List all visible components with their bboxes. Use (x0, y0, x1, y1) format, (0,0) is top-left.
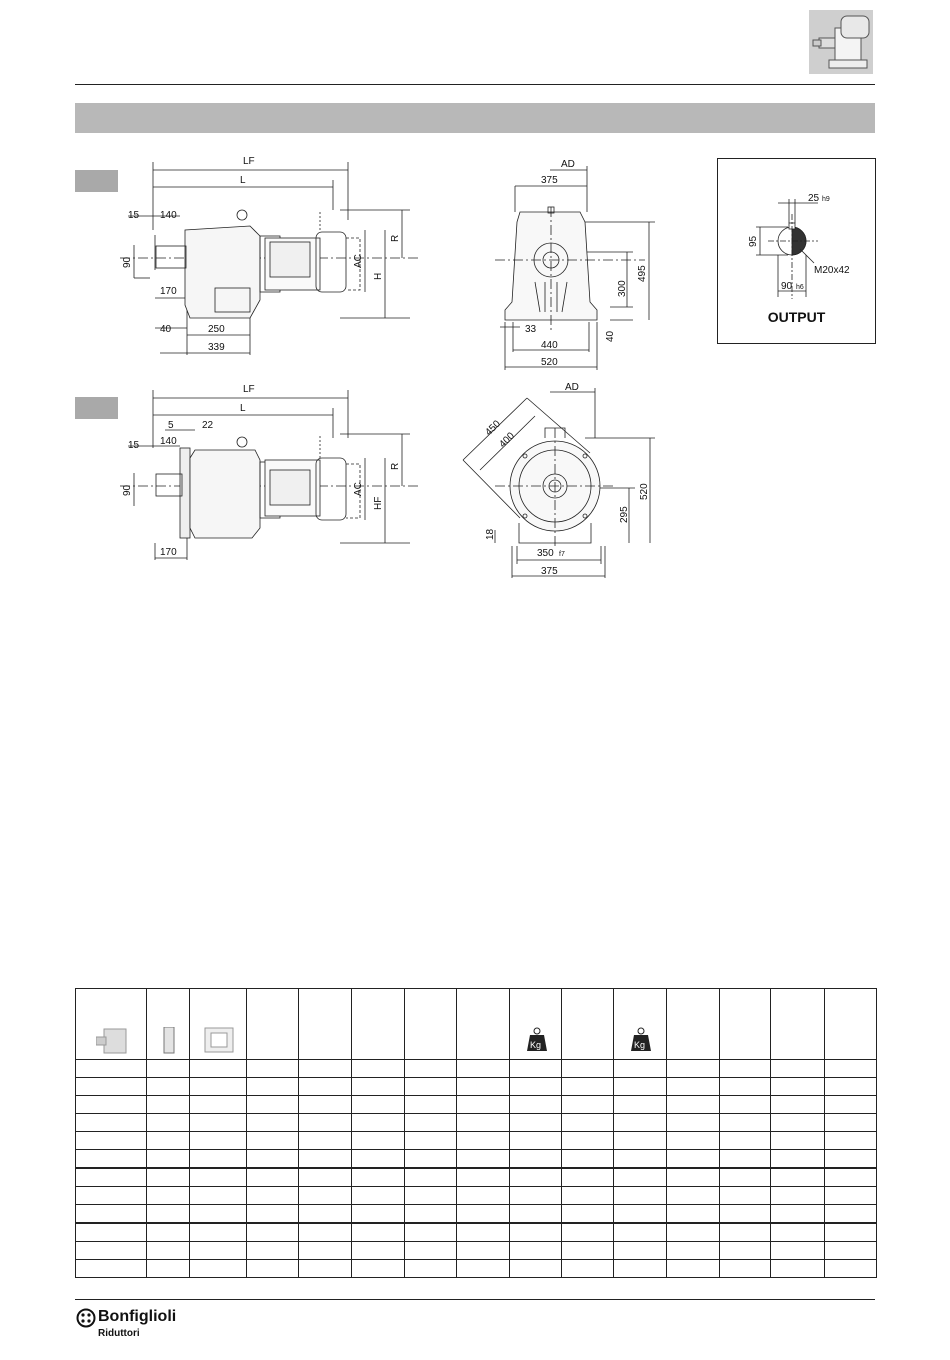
foot-mounted-side-view: LF L 15 140 90 170 40 250 339 AC H R (120, 156, 420, 355)
dim-350: 350 (537, 548, 554, 559)
dimensions-table: Kg Kg (75, 988, 877, 1278)
dim-r: R (390, 235, 401, 242)
dim-18: 18 (485, 528, 496, 540)
dim-440: 440 (541, 340, 558, 351)
dim-15: 15 (128, 440, 140, 451)
tolerance-h9: h9 (822, 196, 830, 203)
table-row (75, 1204, 877, 1223)
dim-l: L (240, 403, 246, 414)
header-rule (75, 84, 875, 85)
dim-300: 300 (617, 280, 628, 297)
footer-rule (75, 1299, 875, 1300)
dim-95: 95 (748, 235, 759, 247)
foot-mounted-front-view: AD 375 495 300 40 33 440 520 (495, 159, 655, 370)
flange-icon (163, 1027, 175, 1054)
motor-icon (96, 1028, 127, 1054)
product-thumbnail (809, 10, 873, 74)
flange-mounted-front-view: AD 450 400 520 295 18 350 f7 375 (462, 382, 655, 578)
dim-l: L (240, 175, 246, 186)
dim-295: 295 (619, 506, 630, 523)
dim-520: 520 (639, 483, 650, 500)
section-banner (75, 103, 875, 133)
dim-25: 25 (808, 193, 820, 204)
dim-40: 40 (605, 330, 616, 342)
dim-lf: LF (243, 384, 255, 395)
table-row (75, 1059, 877, 1078)
variant-tab-2 (75, 397, 118, 419)
weight-icon-label: Kg (634, 1040, 645, 1050)
header-motor-cell (75, 988, 147, 1060)
frame-icon (204, 1027, 234, 1053)
dim-170: 170 (160, 547, 177, 558)
flange-mounted-side-view: LF L 5 22 15 140 90 170 AC HF R (120, 384, 420, 560)
output-title: OUTPUT (767, 309, 826, 325)
tolerance-f7: f7 (559, 551, 565, 558)
header-weight-cell-1: Kg (509, 988, 562, 1060)
dim-ad: AD (561, 159, 575, 170)
dim-ac: AC (353, 482, 364, 496)
variant-tab-1 (75, 170, 118, 192)
dim-90: 90 (781, 281, 793, 292)
table-row (75, 1259, 877, 1278)
thread-m20x42: M20x42 (814, 265, 850, 276)
dim-r: R (390, 463, 401, 470)
dim-ad: AD (565, 382, 579, 393)
table-header-row: Kg Kg (75, 988, 877, 1060)
table-row (75, 1077, 877, 1096)
weight-icon: Kg (527, 1027, 547, 1051)
dim-5: 5 (168, 420, 174, 431)
dim-339: 339 (208, 342, 225, 353)
dim-22: 22 (202, 420, 214, 431)
table-row (75, 1131, 877, 1150)
dim-40: 40 (160, 324, 172, 335)
brand-subtitle: Riduttori (98, 1328, 140, 1339)
header-frame-cell (189, 988, 247, 1060)
tolerance-h6: h6 (796, 284, 804, 291)
dim-h: H (373, 273, 384, 280)
dim-hf: HF (373, 497, 384, 510)
dim-140: 140 (160, 210, 177, 221)
table-row (75, 1186, 877, 1205)
dim-15: 15 (128, 210, 140, 221)
dim-495: 495 (637, 265, 648, 282)
dim-375: 375 (541, 566, 558, 577)
dim-250: 250 (208, 324, 225, 335)
brand-name: Bonfiglioli (98, 1308, 177, 1325)
table-row (75, 1167, 877, 1187)
dim-90: 90 (122, 484, 133, 496)
output-shaft-detail: 25 h9 95 M20x42 90 h6 OUTPUT (717, 158, 876, 344)
dim-375: 375 (541, 175, 558, 186)
dim-140: 140 (160, 436, 177, 447)
dim-90: 90 (122, 256, 133, 268)
header-flange-cell (146, 988, 190, 1060)
dim-450: 450 (483, 418, 503, 438)
table-row (75, 1241, 877, 1260)
gearmotor-thumbnail-icon (812, 15, 870, 69)
table-row (75, 1149, 877, 1168)
dim-lf: LF (243, 156, 255, 167)
bonfiglioli-logo-icon (76, 1308, 96, 1328)
table-row (75, 1222, 877, 1242)
dim-520: 520 (541, 357, 558, 368)
table-row (75, 1113, 877, 1132)
header-weight-cell-2: Kg (613, 988, 667, 1060)
dim-170: 170 (160, 286, 177, 297)
weight-icon-label: Kg (530, 1040, 541, 1050)
dim-ac: AC (353, 254, 364, 268)
table-row (75, 1095, 877, 1114)
weight-icon: Kg (631, 1027, 651, 1051)
dim-33: 33 (525, 324, 537, 335)
dim-400: 400 (497, 430, 517, 450)
